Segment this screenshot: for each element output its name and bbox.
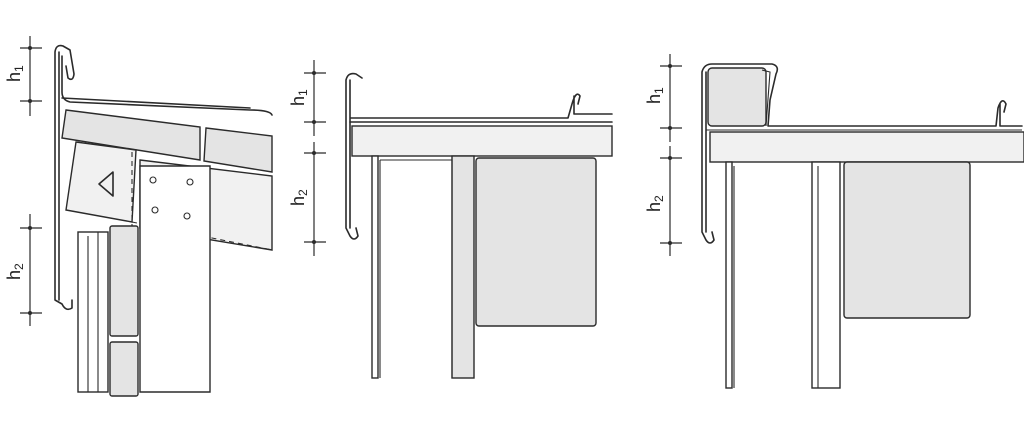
middle-column xyxy=(451,155,475,379)
left-h1-label: h1 xyxy=(4,65,26,82)
right-h1-label: h1 xyxy=(644,87,666,104)
middle-dimension-line xyxy=(304,60,326,256)
left-h2-label: h2 xyxy=(4,263,26,280)
left-coping-profile xyxy=(54,44,273,311)
left-bracket-plate xyxy=(139,165,211,393)
left-wall-frame xyxy=(77,231,109,393)
right-column xyxy=(811,161,841,389)
right-detail: h1 h2 xyxy=(644,54,1024,389)
middle-panel xyxy=(475,157,597,327)
left-cladding-panel-1 xyxy=(109,225,139,337)
left-cladding-panel-2 xyxy=(109,341,139,397)
left-insulation-panel-2 xyxy=(203,127,273,173)
right-dimension-line xyxy=(660,54,682,256)
right-coping-profile xyxy=(701,63,1023,244)
right-upstand-block xyxy=(707,67,767,127)
middle-top-slab xyxy=(351,125,613,157)
right-top-slab xyxy=(709,131,1024,163)
middle-detail: h1 h2 xyxy=(288,60,613,379)
right-wall-stud xyxy=(725,161,733,389)
left-arrow-icon xyxy=(98,171,114,197)
middle-coping-profile xyxy=(345,72,613,240)
left-dimension-line xyxy=(20,36,42,326)
middle-h1-label: h1 xyxy=(288,89,310,106)
left-detail: h1 h2 xyxy=(4,36,273,397)
right-panel xyxy=(843,161,971,319)
right-h2-label: h2 xyxy=(644,195,666,212)
middle-h2-label: h2 xyxy=(288,189,310,206)
left-insulation-panel-1 xyxy=(61,109,201,161)
middle-wall-stud xyxy=(371,155,379,379)
